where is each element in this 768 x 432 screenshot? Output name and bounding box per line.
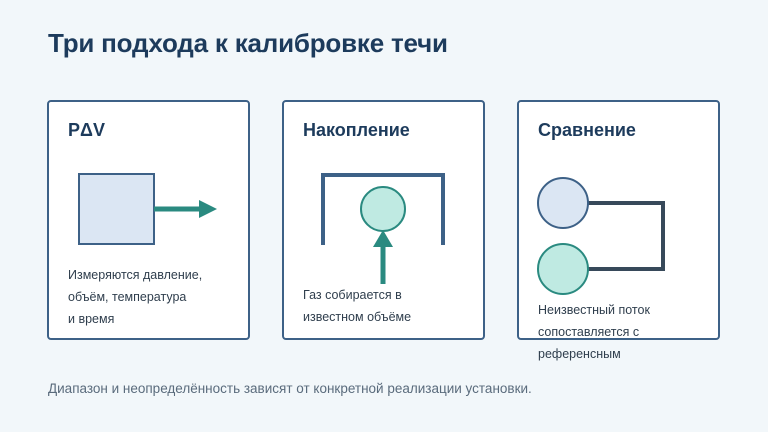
volume-box xyxy=(78,173,155,245)
card-pdv-text: Измеряются давление, объём, температура … xyxy=(68,264,202,330)
card-accumulation-line: известном объёме xyxy=(303,310,412,324)
card-comparison-line: референсным xyxy=(538,347,621,361)
card-comparison-text: Неизвестный поток сопоставляется с рефер… xyxy=(538,299,650,365)
connection-line xyxy=(588,201,665,271)
pdv-diagram xyxy=(78,173,217,245)
card-pdv: PΔV Измеряются давление, объём, температ… xyxy=(47,100,250,340)
card-pdv-line: Измеряются давление, xyxy=(68,268,203,282)
comparison-diagram xyxy=(537,177,665,295)
card-accumulation-line: Газ собирается в xyxy=(303,288,402,302)
unknown-circle xyxy=(537,243,589,295)
accumulation-chamber xyxy=(321,173,445,245)
card-comparison-line: Неизвестный поток xyxy=(538,303,650,317)
card-accumulation: Накопление Газ собирается в известном об… xyxy=(282,100,485,340)
reference-circle xyxy=(537,177,589,229)
accumulation-diagram xyxy=(321,173,445,284)
card-accumulation-title: Накопление xyxy=(303,120,410,140)
card-pdv-line: объём, температура xyxy=(68,290,187,304)
card-pdv-title: PΔV xyxy=(68,120,105,140)
flow-arrow-head-icon xyxy=(199,200,217,218)
card-pdv-line: и время xyxy=(68,312,115,326)
page-title: Три подхода к калибровке течи xyxy=(48,28,448,58)
card-comparison-line: сопоставляется с xyxy=(538,325,640,339)
card-accumulation-text: Газ собирается в известном объёме xyxy=(303,284,411,328)
card-comparison: Сравнение Неизвестный поток сопоставляет… xyxy=(517,100,720,361)
gas-volume-circle xyxy=(360,186,406,232)
inflow-arrow-head-icon xyxy=(373,230,393,247)
card-comparison-title: Сравнение xyxy=(538,120,636,140)
footer-note: Диапазон и неопределённость зависят от к… xyxy=(48,381,532,396)
